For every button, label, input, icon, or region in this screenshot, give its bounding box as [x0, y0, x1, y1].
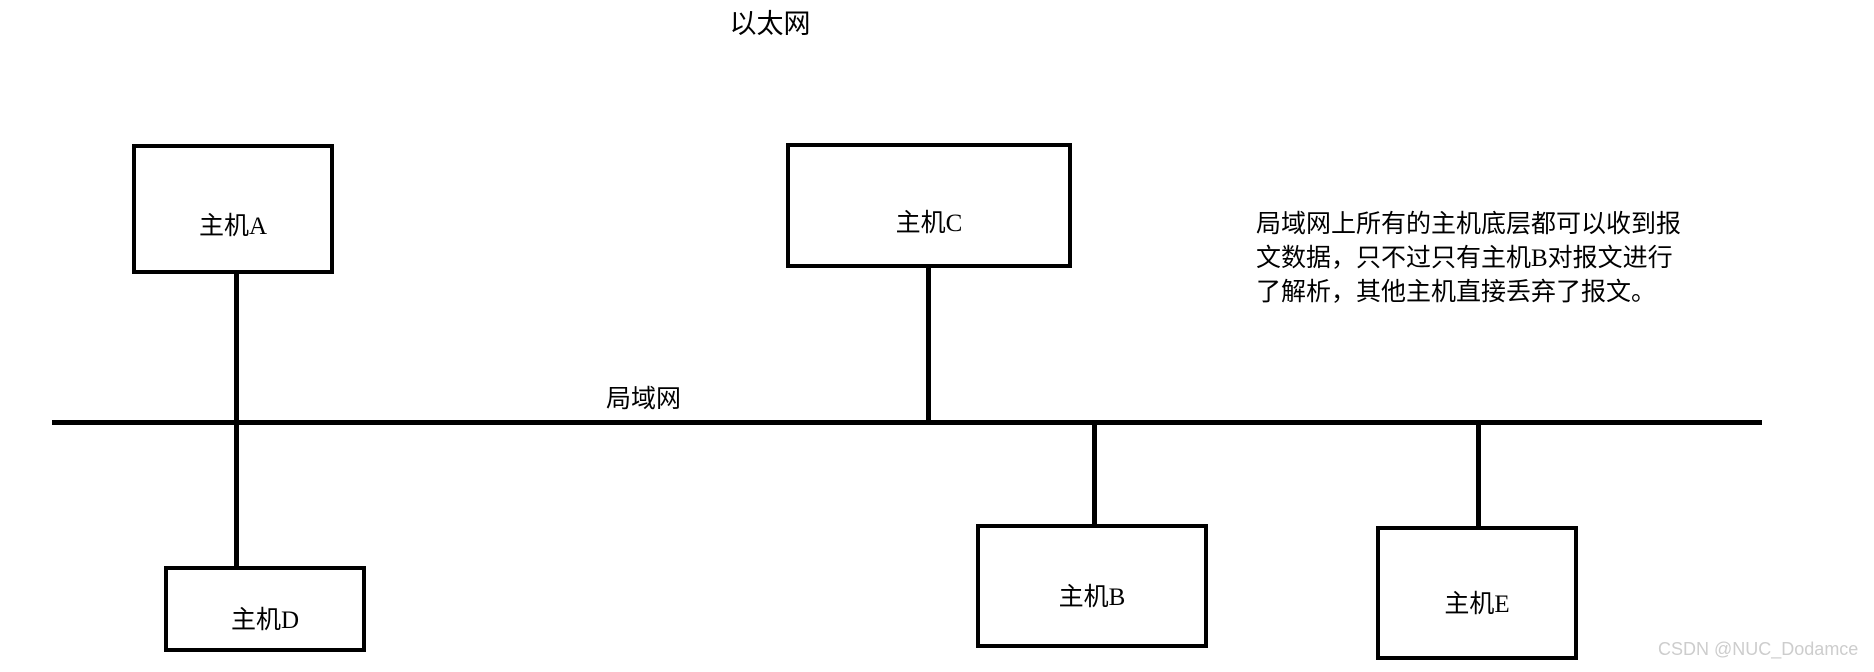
annotation-note: 局域网上所有的主机底层都可以收到报 文数据，只不过只有主机B对报文进行 了解析，… — [1256, 208, 1756, 310]
host-box-d[interactable]: 主机D — [164, 566, 366, 652]
host-box-e[interactable]: 主机E — [1376, 526, 1578, 660]
host-label-a: 主机A — [198, 213, 268, 240]
host-label-d: 主机D — [230, 607, 300, 634]
lan-bus-line — [52, 420, 1762, 425]
link-host-a-to-bus — [234, 272, 239, 424]
lan-bus-label: 局域网 — [606, 386, 682, 413]
host-label-b: 主机B — [1058, 584, 1126, 611]
annotation-line-2: 文数据，只不过只有主机B对报文进行 — [1256, 245, 1673, 272]
link-bus-to-host-e — [1476, 420, 1481, 530]
annotation-line-3: 了解析，其他主机直接丢弃了报文。 — [1256, 279, 1657, 306]
host-label-c: 主机C — [895, 209, 963, 237]
link-bus-to-host-d — [234, 420, 239, 570]
page-title: 以太网 — [729, 9, 811, 39]
host-box-a[interactable]: 主机A — [132, 144, 334, 274]
host-box-c[interactable]: 主机C — [786, 143, 1072, 268]
annotation-line-1: 局域网上所有的主机底层都可以收到报 — [1256, 211, 1682, 238]
host-box-b[interactable]: 主机B — [976, 524, 1208, 648]
link-host-c-to-bus — [926, 264, 931, 424]
link-bus-to-host-b — [1092, 420, 1097, 528]
watermark: CSDN @NUC_Dodamce — [1658, 639, 1859, 659]
host-label-e: 主机E — [1444, 591, 1510, 618]
